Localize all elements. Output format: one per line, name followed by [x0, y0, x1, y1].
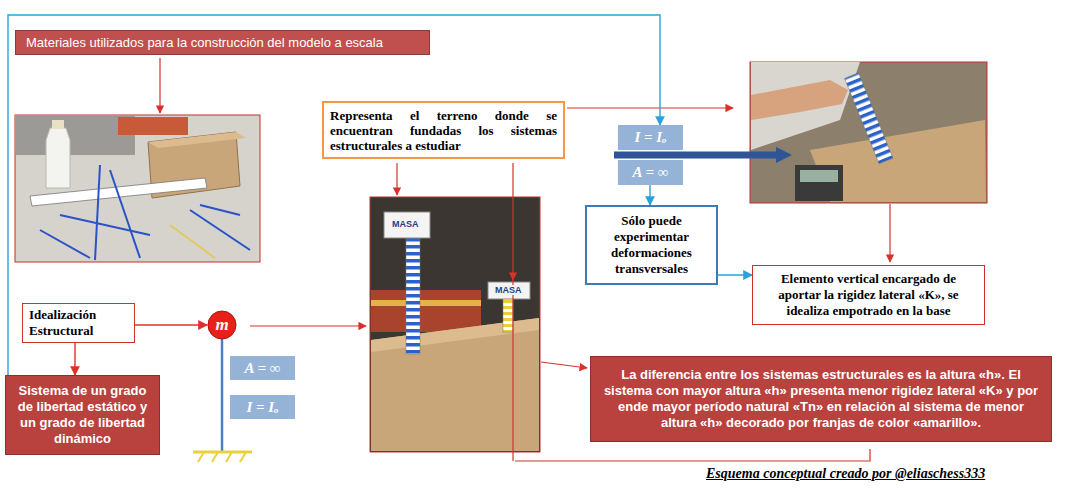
node-text: A = ∞	[622, 164, 679, 181]
note-box: Elemento vertical encargado de aportar l…	[752, 265, 985, 325]
caption: Esquema conceptual creado por @eliasches…	[706, 466, 985, 482]
node-text: Elemento vertical encargado de aportar l…	[759, 271, 978, 319]
connector-arrow	[718, 274, 752, 275]
connector-arrow	[8, 15, 660, 375]
title-bar: Materiales utilizados para la construcci…	[15, 30, 430, 55]
node-text: I = Iₒ	[234, 399, 291, 416]
models-photo	[370, 197, 540, 452]
concept-box: Idealización Estructural	[22, 303, 135, 343]
mass-circle: m	[207, 310, 237, 340]
property-box: I = Iₒ	[618, 125, 683, 150]
node-text: Sistema de un grado de libertad estático…	[14, 383, 151, 447]
connector-arrow	[74, 343, 75, 375]
note-box: Sólo puede experimentar deformaciones tr…	[585, 205, 718, 285]
node-text: Materiales utilizados para la construcci…	[26, 35, 419, 50]
ground-note: Representa el terreno donde se encuentra…	[322, 101, 565, 159]
node-text: La diferencia entre los sistemas estruct…	[599, 367, 1043, 431]
node-text: I = Iₒ	[622, 129, 679, 146]
concept-box: Sistema de un grado de libertad estático…	[5, 375, 160, 455]
materials-photo	[15, 115, 260, 262]
node-text: Representa el terreno donde se encuentra…	[330, 108, 557, 153]
node-text: Idealización Estructural	[29, 307, 128, 339]
conclusion-box: La diferencia entre los sistemas estruct…	[590, 356, 1052, 442]
model-label: MASA	[494, 285, 523, 295]
deformation-photo	[750, 62, 987, 203]
node-text: m	[215, 315, 228, 335]
node-text: Sólo puede experimentar deformaciones tr…	[592, 213, 711, 277]
connector-arrow	[649, 185, 650, 205]
property-box: A = ∞	[230, 356, 295, 380]
connector-arrow	[135, 324, 207, 325]
property-box: A = ∞	[618, 160, 683, 185]
property-box: I = Iₒ	[230, 395, 295, 419]
node-text: A = ∞	[234, 360, 291, 377]
model-label: MASA	[391, 219, 420, 229]
